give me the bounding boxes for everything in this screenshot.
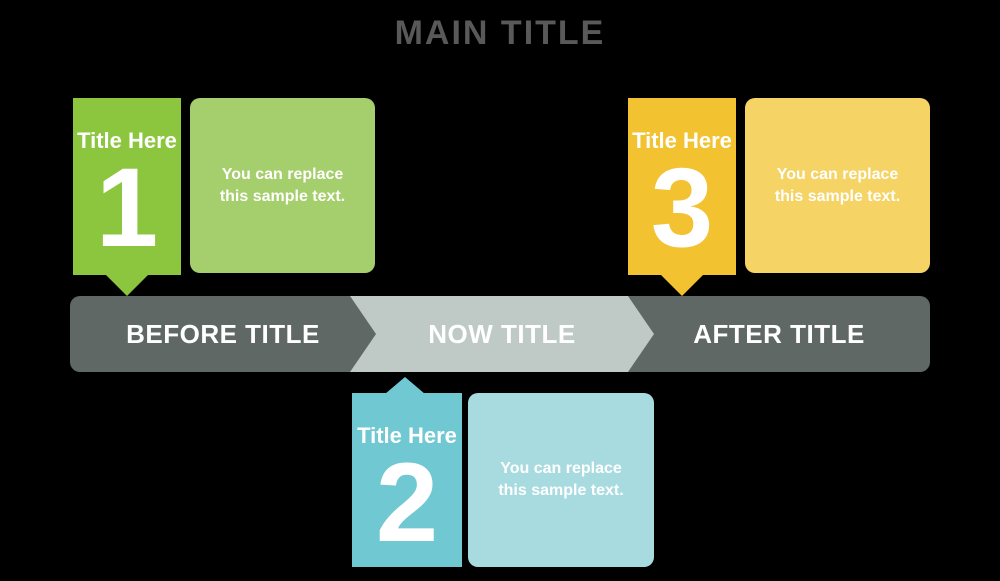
card-1-body: You can replace this sample text. [190, 98, 375, 273]
card-2-title: Title Here [357, 423, 457, 448]
card-2-body-text: You can replace this sample text. [498, 460, 624, 499]
card-3-number: 3 [650, 145, 714, 270]
card-2-tab: Title Here 2 [352, 393, 462, 567]
card-3-body: You can replace this sample text. [745, 98, 930, 273]
card-3-pointer-down-icon [660, 274, 704, 296]
card-2-body: You can replace this sample text. [468, 393, 654, 567]
card-2-number: 2 [375, 440, 439, 565]
card-3-title: Title Here [632, 128, 732, 153]
timeline-segment-now [350, 296, 628, 372]
card-3-body-text: You can replace this sample text. [774, 165, 901, 205]
card-1-body-text: You can replace this sample text. [219, 165, 346, 205]
card-1-pointer-down-icon [105, 274, 149, 296]
main-title: MAIN TITLE [394, 14, 606, 52]
timeline-segment-before [70, 296, 350, 372]
card-1-tab: Title Here 1 [73, 98, 181, 275]
card-2-pointer-up-icon [385, 377, 425, 394]
timeline-segment-after [628, 296, 930, 372]
card-1-number: 1 [95, 145, 159, 270]
timeline-label-after: AFTER TITLE [693, 319, 865, 349]
timeline-label-before: BEFORE TITLE [126, 319, 320, 349]
timeline-label-now: NOW TITLE [428, 319, 576, 349]
card-1-title: Title Here [77, 128, 177, 153]
card-3-tab: Title Here 3 [628, 98, 736, 275]
